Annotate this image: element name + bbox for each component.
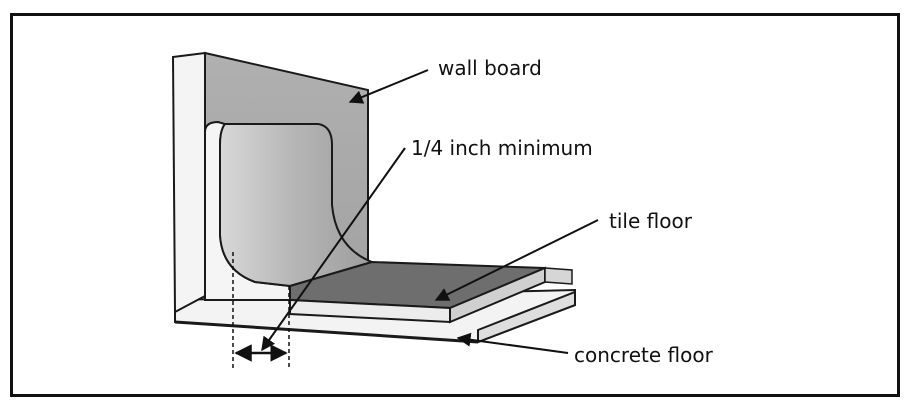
- wall-board-leader: [348, 69, 429, 104]
- tile-floor-leader: [434, 219, 599, 301]
- wall-board-label: wall board: [438, 56, 542, 80]
- minimum-label: 1/4 inch minimum: [411, 136, 593, 160]
- concrete-floor-label: concrete floor: [574, 343, 714, 367]
- wall-side: [171, 51, 206, 314]
- minimum-leader: [261, 147, 406, 352]
- tile-floor-label: tile floor: [609, 209, 693, 233]
- dimension-guides: [232, 252, 290, 368]
- tile-floor: [289, 260, 573, 324]
- concrete-floor-leader: [456, 332, 569, 354]
- leader-lines: [261, 69, 599, 354]
